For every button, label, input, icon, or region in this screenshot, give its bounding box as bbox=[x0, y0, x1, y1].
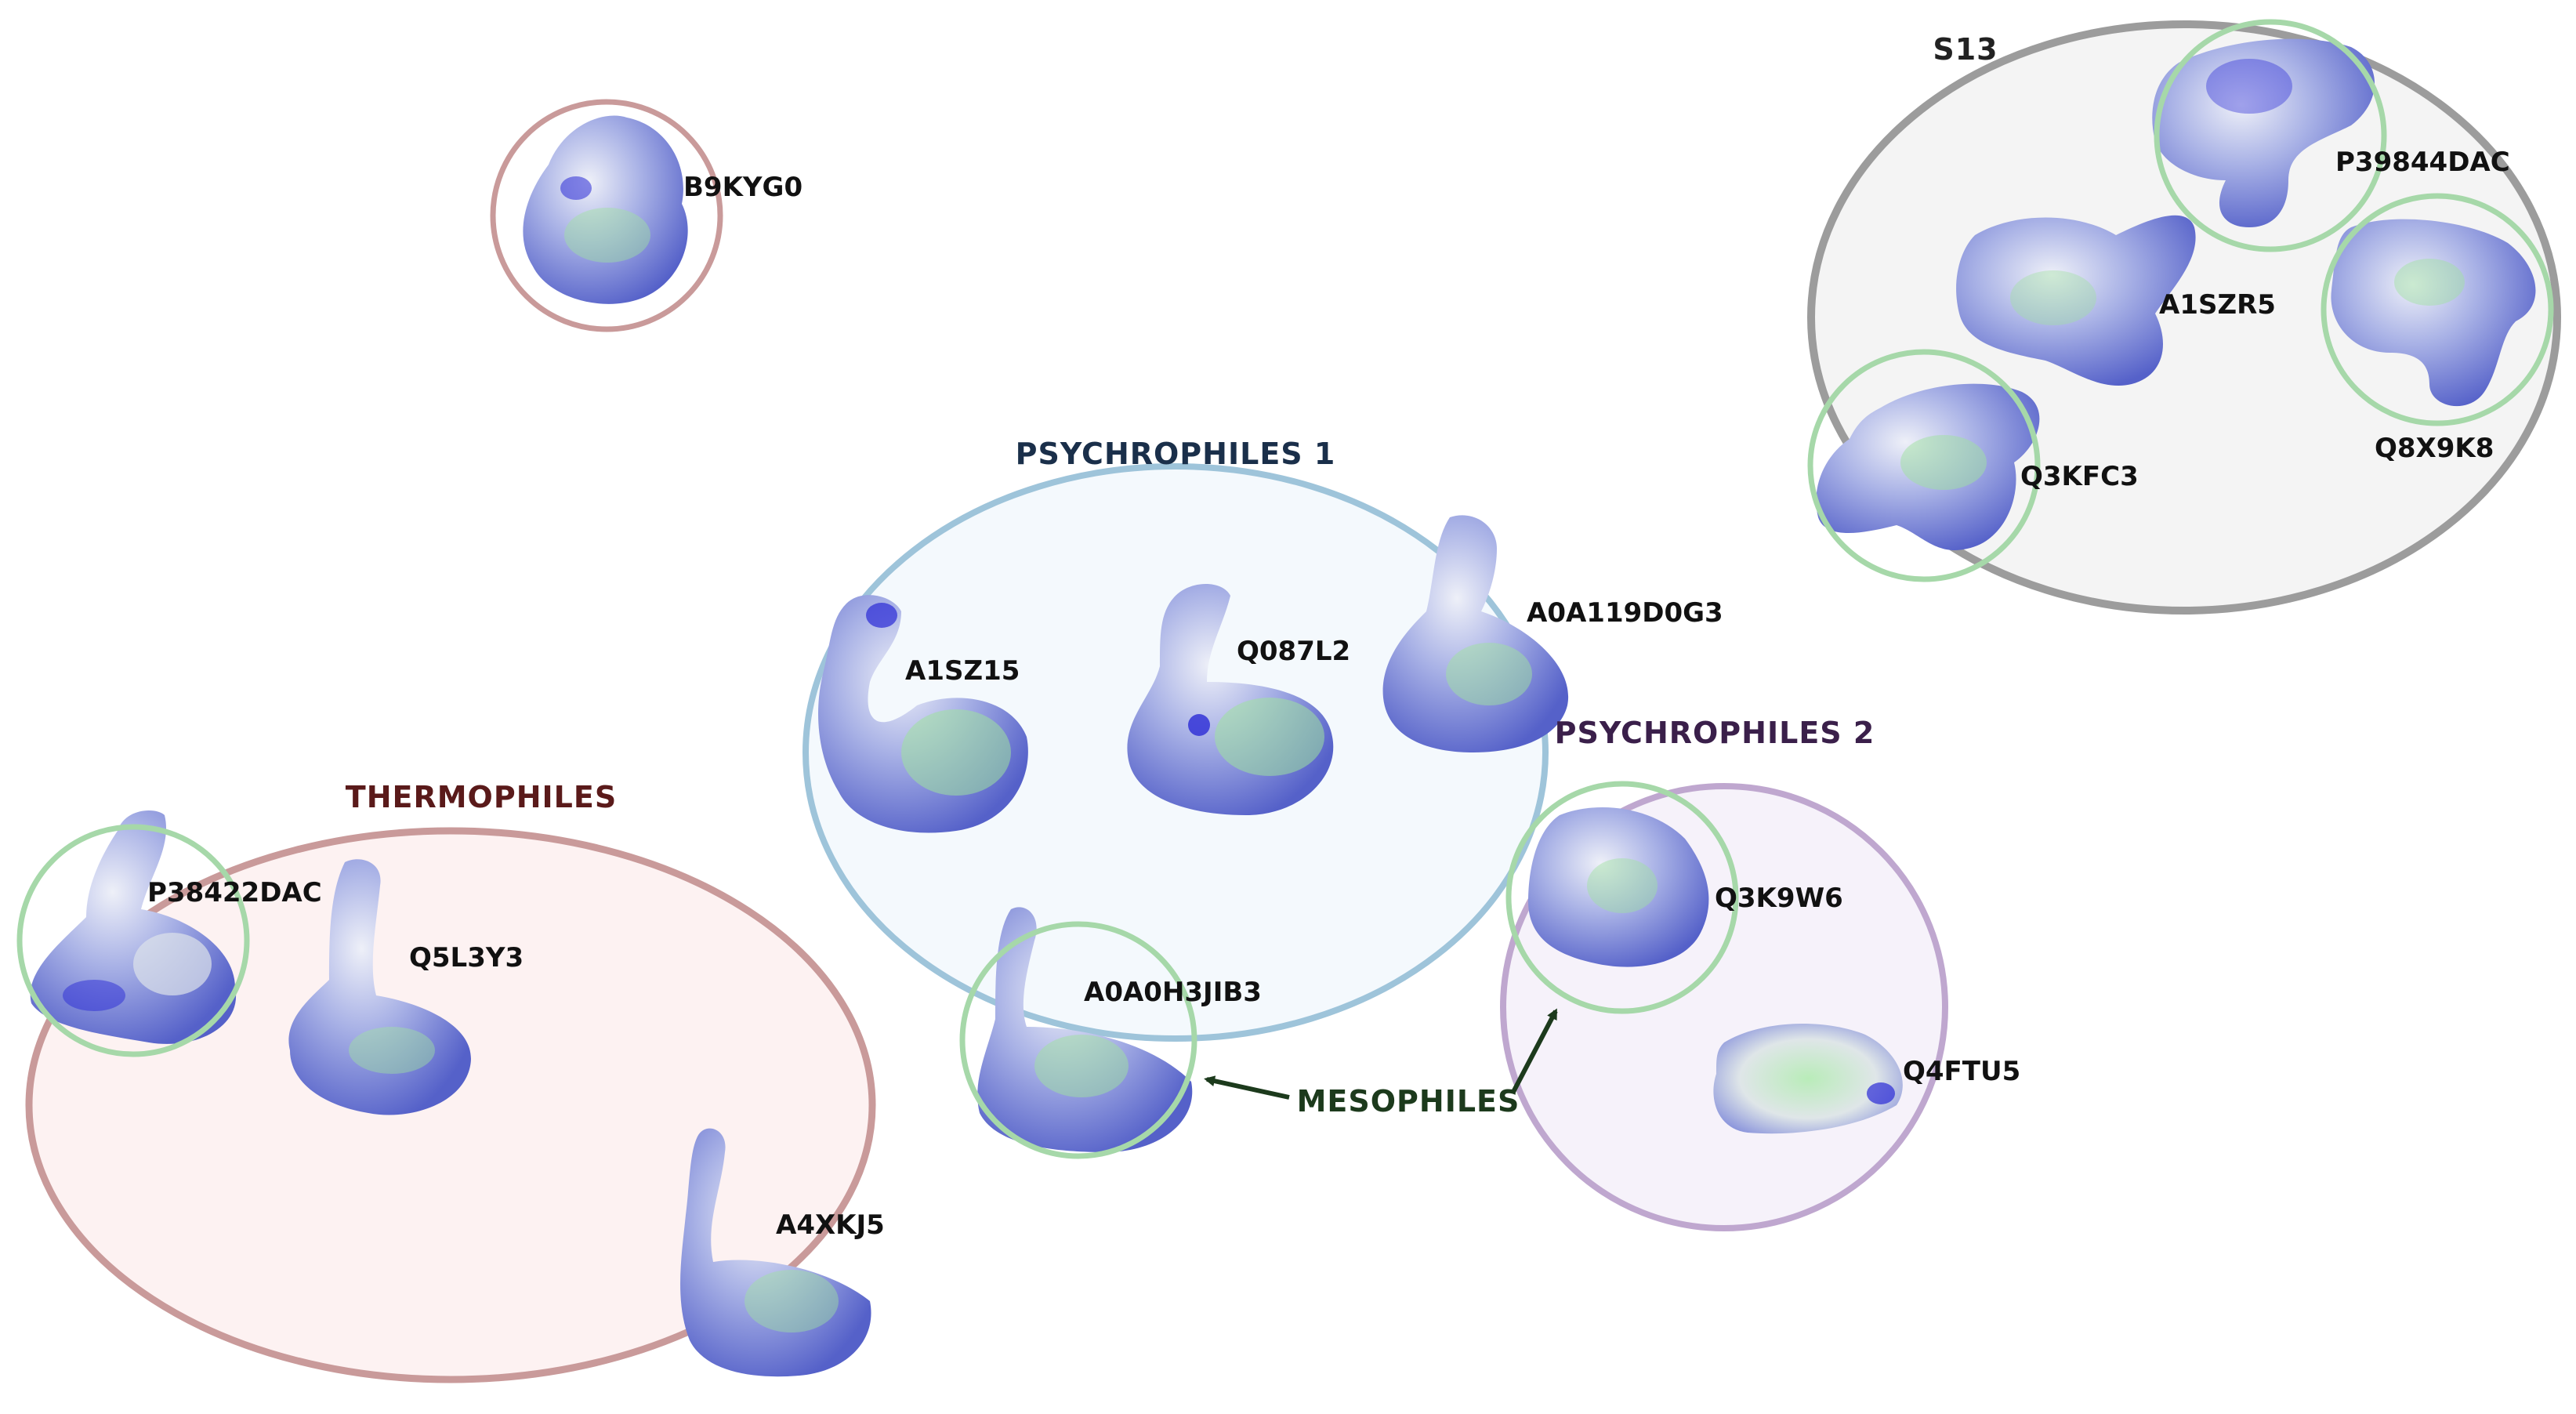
s13-title: S13 bbox=[1933, 32, 1998, 67]
label-q4ftu5: Q4FTU5 bbox=[1903, 1056, 2020, 1087]
p38422dac-mesophile-ring bbox=[16, 824, 250, 1057]
label-p38422dac: P38422DAC bbox=[147, 877, 322, 908]
protein-structure-q4ftu5 bbox=[1713, 1024, 1903, 1134]
protein-structure-q8x9k8 bbox=[2331, 219, 2536, 407]
b9kyg0-ring bbox=[490, 99, 723, 332]
protein-structure-a4xkj5 bbox=[680, 1128, 871, 1377]
label-q3kfc3: Q3KFC3 bbox=[2020, 461, 2139, 492]
protein-structure-q3k9w6 bbox=[1528, 807, 1709, 967]
protein-structure-q3kfc3 bbox=[1816, 383, 2040, 551]
protein-structure-b9kyg0 bbox=[523, 115, 688, 304]
label-a4xkj5: A4XKJ5 bbox=[776, 1209, 885, 1241]
protein-structure-q5l3y3 bbox=[288, 859, 471, 1115]
label-b9kyg0: B9KYG0 bbox=[683, 172, 803, 203]
label-q5l3y3: Q5L3Y3 bbox=[409, 942, 524, 973]
protein-structure-a0a119d0g3 bbox=[1382, 515, 1569, 752]
label-a0a119d0g3: A0A119D0G3 bbox=[1527, 597, 1723, 629]
psychrophiles2-title: PSYCHROPHILES 2 bbox=[1555, 716, 1875, 750]
label-q8x9k8: Q8X9K8 bbox=[2375, 433, 2494, 464]
label-q3k9w6: Q3K9W6 bbox=[1715, 883, 1843, 914]
p39844dac-mesophile-ring bbox=[2154, 19, 2387, 252]
label-p39844dac: P39844DAC bbox=[2335, 147, 2510, 178]
label-a1sz15: A1SZ15 bbox=[905, 655, 1020, 687]
q8x9k8-mesophile-ring bbox=[2321, 193, 2554, 426]
protein-structure-a1szr5 bbox=[1956, 215, 2196, 386]
thermophiles-title: THERMOPHILES bbox=[346, 780, 617, 814]
label-a1szr5: A1SZR5 bbox=[2159, 289, 2276, 321]
label-q087l2: Q087L2 bbox=[1237, 636, 1350, 667]
q3k9w6-mesophile-ring bbox=[1505, 781, 1739, 1014]
mesophiles-arrow-right bbox=[1510, 1008, 1558, 1095]
protein-structure-a0a0h3jib3 bbox=[977, 907, 1193, 1152]
protein-structure-a1sz15 bbox=[818, 595, 1028, 833]
thermophiles-region bbox=[25, 827, 876, 1383]
psychrophiles1-title: PSYCHROPHILES 1 bbox=[1016, 437, 1336, 471]
protein-structure-p38422dac bbox=[30, 810, 237, 1044]
label-a0a0h3jib3: A0A0H3JIB3 bbox=[1084, 977, 1262, 1008]
mesophiles-label: MESOPHILES bbox=[1297, 1084, 1520, 1119]
mesophiles-arrow-left bbox=[1204, 1075, 1290, 1100]
protein-structure-q087l2 bbox=[1127, 584, 1334, 815]
protein-structure-p39844dac bbox=[2152, 38, 2375, 227]
a0a0h3jib3-mesophile-ring bbox=[959, 921, 1197, 1159]
q3kfc3-mesophile-ring bbox=[1807, 349, 2041, 582]
